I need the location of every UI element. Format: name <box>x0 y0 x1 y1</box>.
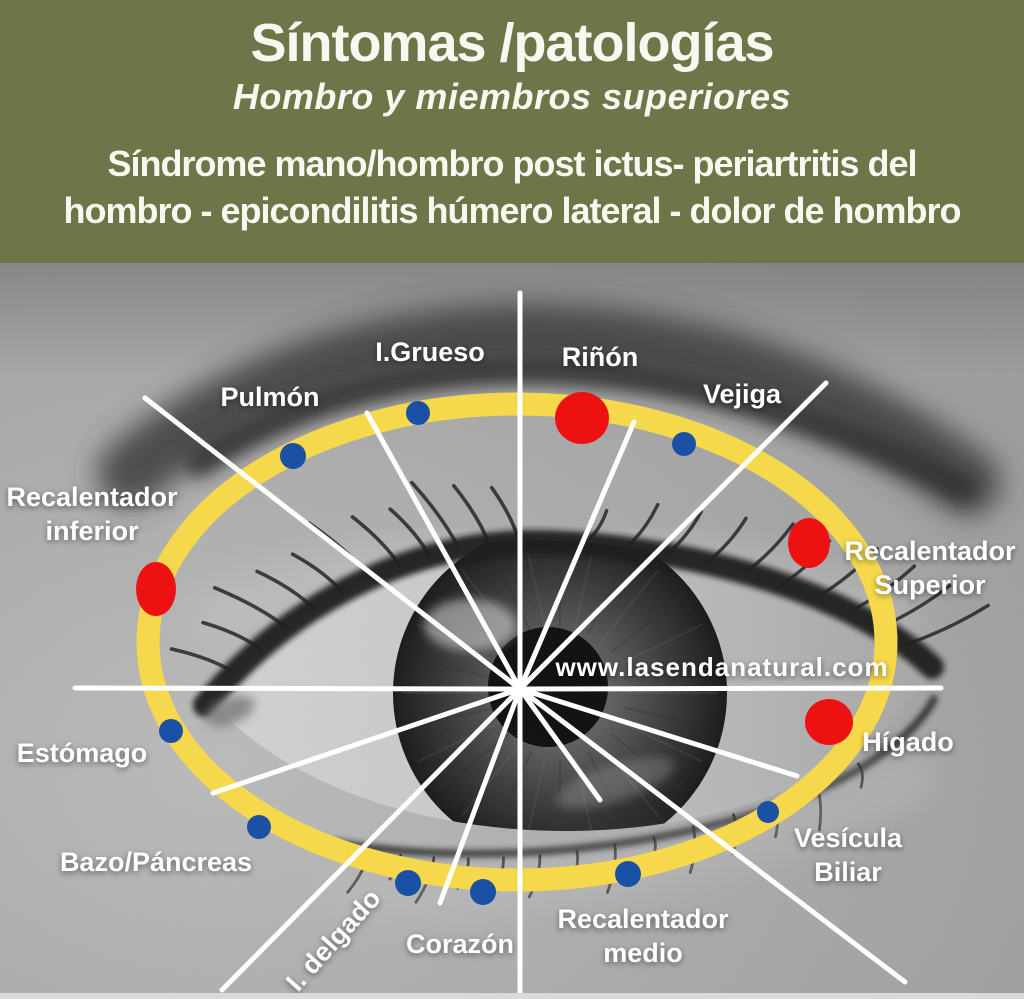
page-subtitle: Hombro y miembros superiores <box>232 76 792 117</box>
organ-label: I.Grueso <box>375 337 485 367</box>
iridology-ring <box>136 392 898 892</box>
radial-line <box>210 686 523 796</box>
header-banner: Síntomas /patologías Hombro y miembros s… <box>0 0 1024 263</box>
organ-marker-blue <box>159 719 183 743</box>
organ-marker-blue <box>247 815 271 839</box>
organ-label: Vesícula <box>794 823 903 853</box>
organ-label: Hígado <box>862 727 954 757</box>
organ-label: medio <box>603 938 683 968</box>
radial-line <box>219 686 523 993</box>
description-line-2: hombro - epicondilitis húmero lateral - … <box>63 190 961 231</box>
radial-line <box>517 686 603 803</box>
organ-marker-blue <box>280 443 306 469</box>
organ-label: Recalentador <box>844 536 1016 566</box>
organ-marker-blue <box>615 861 641 887</box>
organ-marker-blue <box>470 879 496 905</box>
organ-label: Riñón <box>562 342 638 372</box>
organ-label: Bazo/Páncreas <box>60 847 252 877</box>
watermark: www.lasendanatural.com <box>554 652 888 682</box>
organ-marker-red <box>805 699 853 745</box>
organ-label: inferior <box>45 516 139 546</box>
radial-line <box>517 686 908 985</box>
organ-marker-blue <box>395 870 421 896</box>
radial-line <box>437 686 523 906</box>
radial-line <box>517 419 637 692</box>
radial-line <box>364 410 523 692</box>
description-block: Síndrome mano/hombro post ictus- periart… <box>0 140 1024 234</box>
organ-marker-red <box>136 562 176 616</box>
radial-line <box>517 686 800 779</box>
organ-label: Recalentador <box>557 904 729 934</box>
bottom-strip <box>0 993 1024 999</box>
radial-line <box>517 685 944 692</box>
organ-marker-blue <box>757 801 779 823</box>
organ-label: Vejiga <box>703 379 782 409</box>
organ-marker-red <box>788 518 830 568</box>
organ-label: Recalentador <box>6 482 178 512</box>
organ-label: Corazón <box>406 929 514 959</box>
page-title: Síntomas /patologías <box>250 13 774 73</box>
organ-label: Biliar <box>814 857 882 887</box>
description-line-1: Síndrome mano/hombro post ictus- periart… <box>107 143 917 184</box>
radial-line <box>142 395 523 692</box>
organ-marker-red <box>555 392 609 444</box>
radial-line <box>517 380 829 692</box>
organ-label: Estómago <box>17 738 148 768</box>
organ-marker-blue <box>672 432 696 456</box>
organ-label: Superior <box>874 570 986 600</box>
radial-line <box>72 685 523 692</box>
organ-label: Pulmón <box>221 382 320 412</box>
organ-marker-blue <box>406 401 430 425</box>
